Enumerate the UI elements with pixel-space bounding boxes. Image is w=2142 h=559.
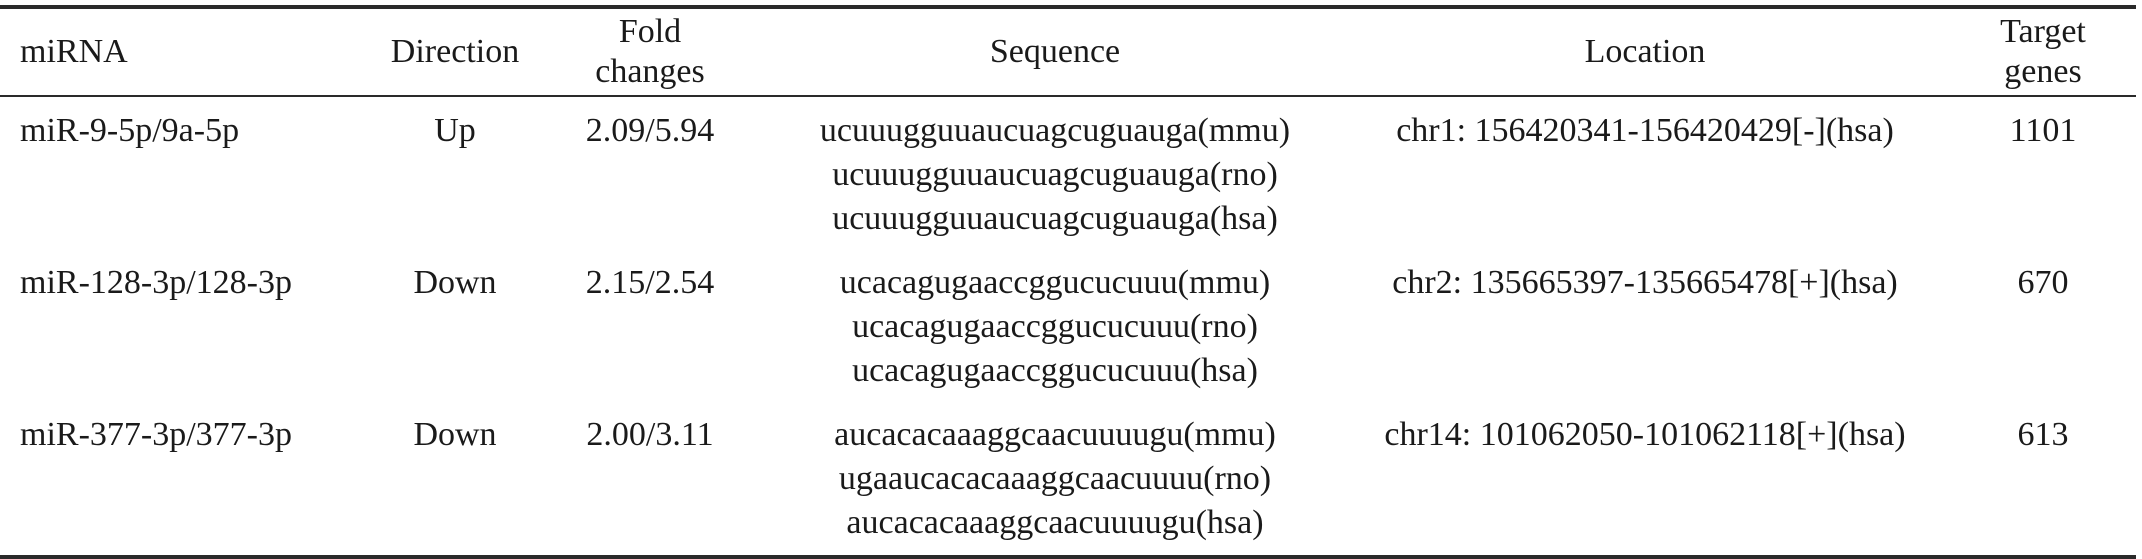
cell-mirna: miR-128-3p/128-3p <box>20 264 292 301</box>
cell-location: chr14: 101062050-101062118[+](hsa) <box>1384 416 1906 453</box>
header-mirna: miRNA <box>20 33 128 70</box>
cell-fold-change: 2.15/2.54 <box>585 264 715 301</box>
header-sequence: Sequence <box>989 33 1121 70</box>
table-top-rule <box>0 5 2136 9</box>
table-header-row: miRNA Direction Fold changes Sequence Lo… <box>0 9 2142 95</box>
cell-sequence: ucuuugguuaucuagcuguauga(mmu) ucuuugguuau… <box>750 97 1360 249</box>
cell-target-genes: 670 <box>2017 264 2069 301</box>
table-row: miR-9-5p/9a-5p Up 2.09/5.94 ucuuugguuauc… <box>0 97 2142 249</box>
header-target-line2: genes <box>2004 53 2082 90</box>
cell-location: chr1: 156420341-156420429[-](hsa) <box>1396 112 1894 149</box>
cell-target-genes: 613 <box>2017 416 2069 453</box>
cell-mirna: miR-377-3p/377-3p <box>20 416 292 453</box>
sequence-hsa: ucacagugaaccggucucuuu(hsa) <box>852 352 1258 389</box>
cell-fold-change: 2.09/5.94 <box>585 112 715 149</box>
cell-mirna: miR-9-5p/9a-5p <box>20 112 240 149</box>
sequence-mmu: ucuuugguuaucuagcuguauga(mmu) <box>819 112 1291 149</box>
cell-direction: Down <box>413 264 497 301</box>
mirna-table-container: miRNA Direction Fold changes Sequence Lo… <box>0 5 2136 559</box>
header-target-genes: Target genes <box>1930 9 2142 95</box>
table-header-rule <box>0 95 2136 97</box>
mirna-table: miRNA Direction Fold changes Sequence Lo… <box>0 9 2142 95</box>
sequence-rno: ucacagugaaccggucucuuu(rno) <box>852 308 1258 345</box>
header-target-line1: Target <box>2000 13 2086 50</box>
sequence-hsa: ucuuugguuaucuagcuguauga(hsa) <box>832 200 1278 237</box>
sequence-mmu: aucacacaaaggcaacuuuugu(mmu) <box>834 416 1276 453</box>
cell-target-genes: 1101 <box>2009 112 2077 149</box>
header-fold-line1: Fold <box>618 13 682 50</box>
cell-direction: Up <box>434 112 476 149</box>
cell-location: chr2: 135665397-135665478[+](hsa) <box>1392 264 1898 301</box>
header-direction: Direction <box>390 33 520 70</box>
cell-sequence: ucacagugaaccggucucuuu(mmu) ucacagugaaccg… <box>750 249 1360 401</box>
cell-direction: Down <box>413 416 497 453</box>
sequence-rno: ugaaucacacaaaggcaacuuuu(rno) <box>838 460 1272 497</box>
cell-sequence: aucacacaaaggcaacuuuugu(mmu) ugaaucacacaa… <box>750 401 1360 555</box>
header-fold-changes: Fold changes <box>550 9 750 95</box>
table-row: miR-377-3p/377-3p Down 2.00/3.11 aucacac… <box>0 401 2142 555</box>
table-bottom-rule <box>0 555 2136 559</box>
sequence-rno: ucuuugguuaucuagcuguauga(rno) <box>832 156 1278 193</box>
sequence-mmu: ucacagugaaccggucucuuu(mmu) <box>839 264 1271 301</box>
mirna-table-body: miR-9-5p/9a-5p Up 2.09/5.94 ucuuugguuauc… <box>0 97 2142 555</box>
header-fold-line2: changes <box>595 53 705 90</box>
header-location: Location <box>1584 33 1706 70</box>
table-row: miR-128-3p/128-3p Down 2.15/2.54 ucacagu… <box>0 249 2142 401</box>
cell-fold-change: 2.00/3.11 <box>586 416 714 453</box>
sequence-hsa: aucacacaaaggcaacuuuugu(hsa) <box>846 504 1264 541</box>
